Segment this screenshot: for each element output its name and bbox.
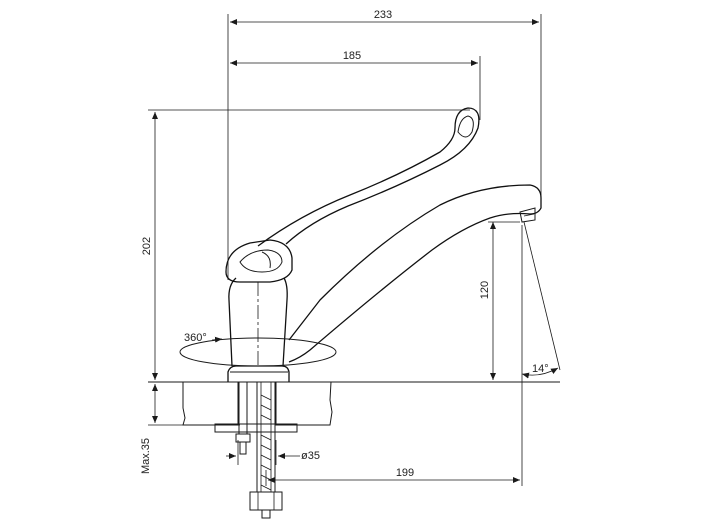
dimension-label-202: 202 [141, 237, 153, 255]
lever-handle [257, 107, 480, 247]
spout [288, 184, 542, 363]
dimension-spout-reach: 199 [265, 225, 523, 486]
dimension-label-185: 185 [343, 50, 361, 62]
dimension-label-max35: Max.35 [140, 438, 152, 474]
dimension-label-120: 120 [479, 281, 491, 299]
dimension-overall-width: 233 [227, 9, 542, 280]
dimension-spout-height: 120 [479, 221, 520, 380]
dimension-label-233: 233 [374, 9, 392, 21]
rotation-label: 360° [184, 332, 207, 344]
dimension-mounting-hole: ø35 [226, 440, 320, 465]
dimension-label-14-degrees: 14° [532, 363, 549, 375]
rotation-indicator: 360° [179, 332, 337, 367]
dimension-handle-reach: 185 [230, 50, 481, 120]
mounting-hardware [214, 381, 298, 519]
dimension-counter-thickness: Max.35 [140, 384, 240, 474]
dimension-label-diameter-35: ø35 [301, 450, 320, 462]
dimension-total-height: 202 [141, 109, 470, 380]
dimension-label-199: 199 [396, 467, 414, 479]
faucet-body [225, 239, 293, 382]
dimension-outlet-angle: 14° [521, 221, 561, 379]
